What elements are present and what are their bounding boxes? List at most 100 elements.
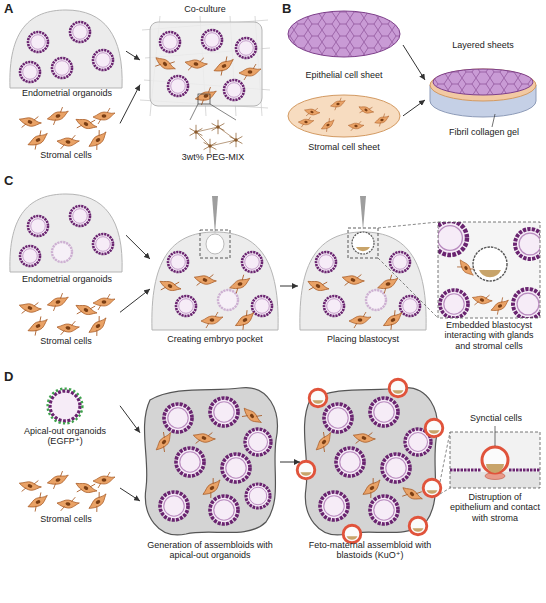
stromal-cell: [470, 290, 494, 310]
node-caption: Placing blastocyst: [298, 334, 428, 344]
stromal-cell: [192, 269, 218, 292]
stromal-cell: [25, 491, 51, 514]
node-caption: Endometrial organoids: [8, 88, 126, 98]
organoid: [252, 296, 272, 316]
organoid: [390, 252, 410, 272]
panel-letter: A: [4, 2, 24, 17]
flow-arrow: [403, 45, 425, 80]
zoom-line: [190, 104, 236, 120]
stromal-cell: [357, 101, 376, 118]
figure-node: Distruption of epithelium and contact wi…: [448, 430, 542, 540]
blastocyst: [352, 232, 374, 254]
figure-node: Endometrial organoids: [8, 192, 126, 288]
organoid: [400, 296, 420, 316]
organoid: [70, 22, 90, 42]
peg-crosslink: [190, 125, 203, 139]
inset-content: [438, 222, 540, 318]
organoid: [202, 30, 222, 50]
organoid: [222, 454, 250, 482]
organoid: [28, 216, 48, 236]
assembloid-body: [145, 388, 278, 535]
organoid: [160, 492, 188, 520]
flow-arrow: [120, 406, 140, 433]
organoid: [20, 62, 40, 82]
stromal-cell: [380, 308, 407, 332]
stromal-cell: [358, 476, 385, 501]
stromal-cell: [194, 86, 218, 106]
node-caption: Distruption of epithelium and contact wi…: [448, 492, 542, 523]
needle: [212, 196, 218, 234]
stromal-cell: [56, 132, 80, 152]
stromal-cell: [72, 476, 99, 501]
organoid: [382, 454, 410, 482]
blastocyst: [473, 247, 507, 281]
stromal-cell: [303, 104, 321, 120]
organoid: [370, 398, 398, 426]
organoid: [20, 246, 40, 266]
node-caption: Creating embryo pocket: [150, 334, 280, 344]
figure-node: Epithelial cell sheet: [285, 8, 403, 82]
leader-line: [492, 114, 495, 127]
stromal-cell: [46, 106, 70, 126]
flow-arrow: [126, 51, 140, 60]
organoid: [28, 32, 48, 52]
node-caption: Endometrial organoids: [8, 274, 126, 284]
stromal-cell: [304, 274, 331, 299]
peg-crosslink: [204, 139, 217, 153]
matrigel-dome: [10, 10, 122, 88]
organoid: [210, 398, 238, 426]
organoid: [246, 484, 270, 508]
stromal-cell: [201, 312, 223, 328]
stromal-cell: [329, 97, 346, 111]
hydrogel-block: [150, 22, 262, 106]
stromal-cell: [298, 116, 314, 128]
peg-crosslink: [212, 120, 225, 134]
pale-organoid: [366, 290, 386, 310]
figure-node: Apical-out organoids (EGFP⁺): [10, 386, 120, 452]
flow-arrow: [403, 100, 425, 116]
assembloid-body: [305, 388, 438, 535]
node-caption: Stromal cells: [12, 336, 120, 346]
stromal-cell: [46, 470, 70, 490]
figure-node: Co-culture: [140, 4, 270, 116]
stromal-cell: [310, 429, 337, 455]
gland: [513, 289, 540, 318]
stromal-cell: [84, 314, 111, 339]
figure-node: Stromal cell sheet: [285, 90, 403, 164]
gland: [440, 290, 468, 318]
flow-arrow: [126, 235, 150, 259]
inset-content: [450, 447, 540, 488]
node-caption: Embedded blastocyst interacting with gla…: [436, 320, 542, 351]
stromal-cell: [232, 308, 259, 332]
organoid: [370, 496, 398, 524]
stromal-cell: [211, 55, 237, 78]
figure-node: Stromal cells: [12, 292, 120, 350]
blastoid: [425, 419, 443, 437]
stromal-cell: [239, 64, 261, 80]
organoid: [93, 50, 113, 70]
organoid: [168, 76, 188, 96]
figure-node: Placing blastocyst: [298, 196, 428, 346]
organoid: [160, 32, 180, 52]
stromal-cell: [191, 427, 217, 450]
needle: [360, 196, 366, 230]
hydrogel-dome: [152, 232, 278, 330]
epithelial-cells: [433, 69, 533, 95]
organoid: [336, 448, 364, 476]
stromal-cell: [84, 128, 111, 153]
stromal-cell: [72, 112, 99, 137]
organoid: [224, 80, 244, 100]
stromal-cell: [351, 427, 377, 450]
node-caption: Generation of assembloids with apical-ou…: [140, 540, 280, 561]
gland: [438, 222, 467, 255]
flow-arrow: [280, 462, 300, 463]
figure-node: Stromal cells: [12, 106, 120, 164]
stromal-cell: [488, 296, 512, 316]
stromal-cell: [183, 53, 208, 74]
annotation-label: 3wt% PEG-MIX: [163, 152, 263, 162]
stromal-cell: [151, 51, 178, 77]
inset-frame: [438, 222, 540, 318]
flow-arrow: [120, 488, 140, 501]
organoid: [324, 404, 352, 432]
